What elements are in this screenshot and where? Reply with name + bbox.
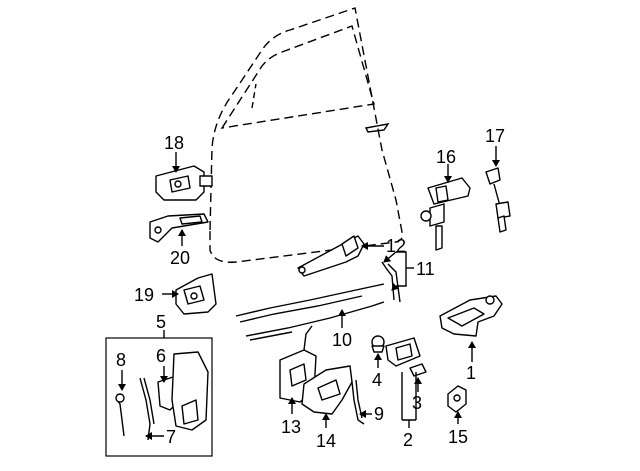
callout-11: 11	[416, 259, 435, 279]
callout-20: 20	[170, 248, 190, 268]
callout-5: 5	[156, 312, 166, 332]
door-check-part	[149, 213, 209, 243]
rod-9-part	[351, 379, 365, 425]
callout-4: 4	[372, 370, 382, 390]
callout-7: 7	[166, 427, 176, 447]
rod-10-part	[235, 283, 385, 341]
door-outline	[209, 7, 404, 263]
callout-17: 17	[485, 126, 505, 146]
callout-8: 8	[116, 350, 126, 370]
callout-10: 10	[332, 330, 352, 350]
door-latch-part	[301, 365, 353, 415]
callout-3: 3	[412, 393, 422, 413]
lock-cylinder-part	[420, 177, 471, 251]
callout-2: 2	[403, 430, 413, 450]
handle-bracket-part	[385, 337, 421, 367]
callout-15: 15	[448, 427, 468, 447]
callout-13: 13	[281, 417, 301, 437]
callout-16: 16	[436, 147, 456, 167]
latch-cover-part	[447, 385, 467, 413]
callout-9: 9	[374, 404, 384, 424]
callout-1: 1	[466, 363, 476, 383]
callout-14: 14	[316, 431, 336, 451]
inside-handle-part	[297, 235, 365, 277]
lower-hinge-part	[175, 273, 217, 315]
callout-18: 18	[164, 133, 184, 153]
upper-hinge-part	[155, 165, 213, 201]
callout-6: 6	[156, 346, 166, 366]
rods-part	[381, 261, 401, 303]
clip-part	[409, 363, 427, 377]
callout-labels: 18 20 19 5 8 6 7 16 17 12 11 10 1 4 3 2 …	[116, 126, 505, 451]
leader-lines	[118, 146, 500, 440]
callout-12: 12	[386, 236, 406, 256]
outside-handle-part	[439, 295, 503, 337]
bushing-part	[371, 335, 385, 353]
callout-19: 19	[134, 285, 154, 305]
switch-part	[485, 167, 511, 233]
